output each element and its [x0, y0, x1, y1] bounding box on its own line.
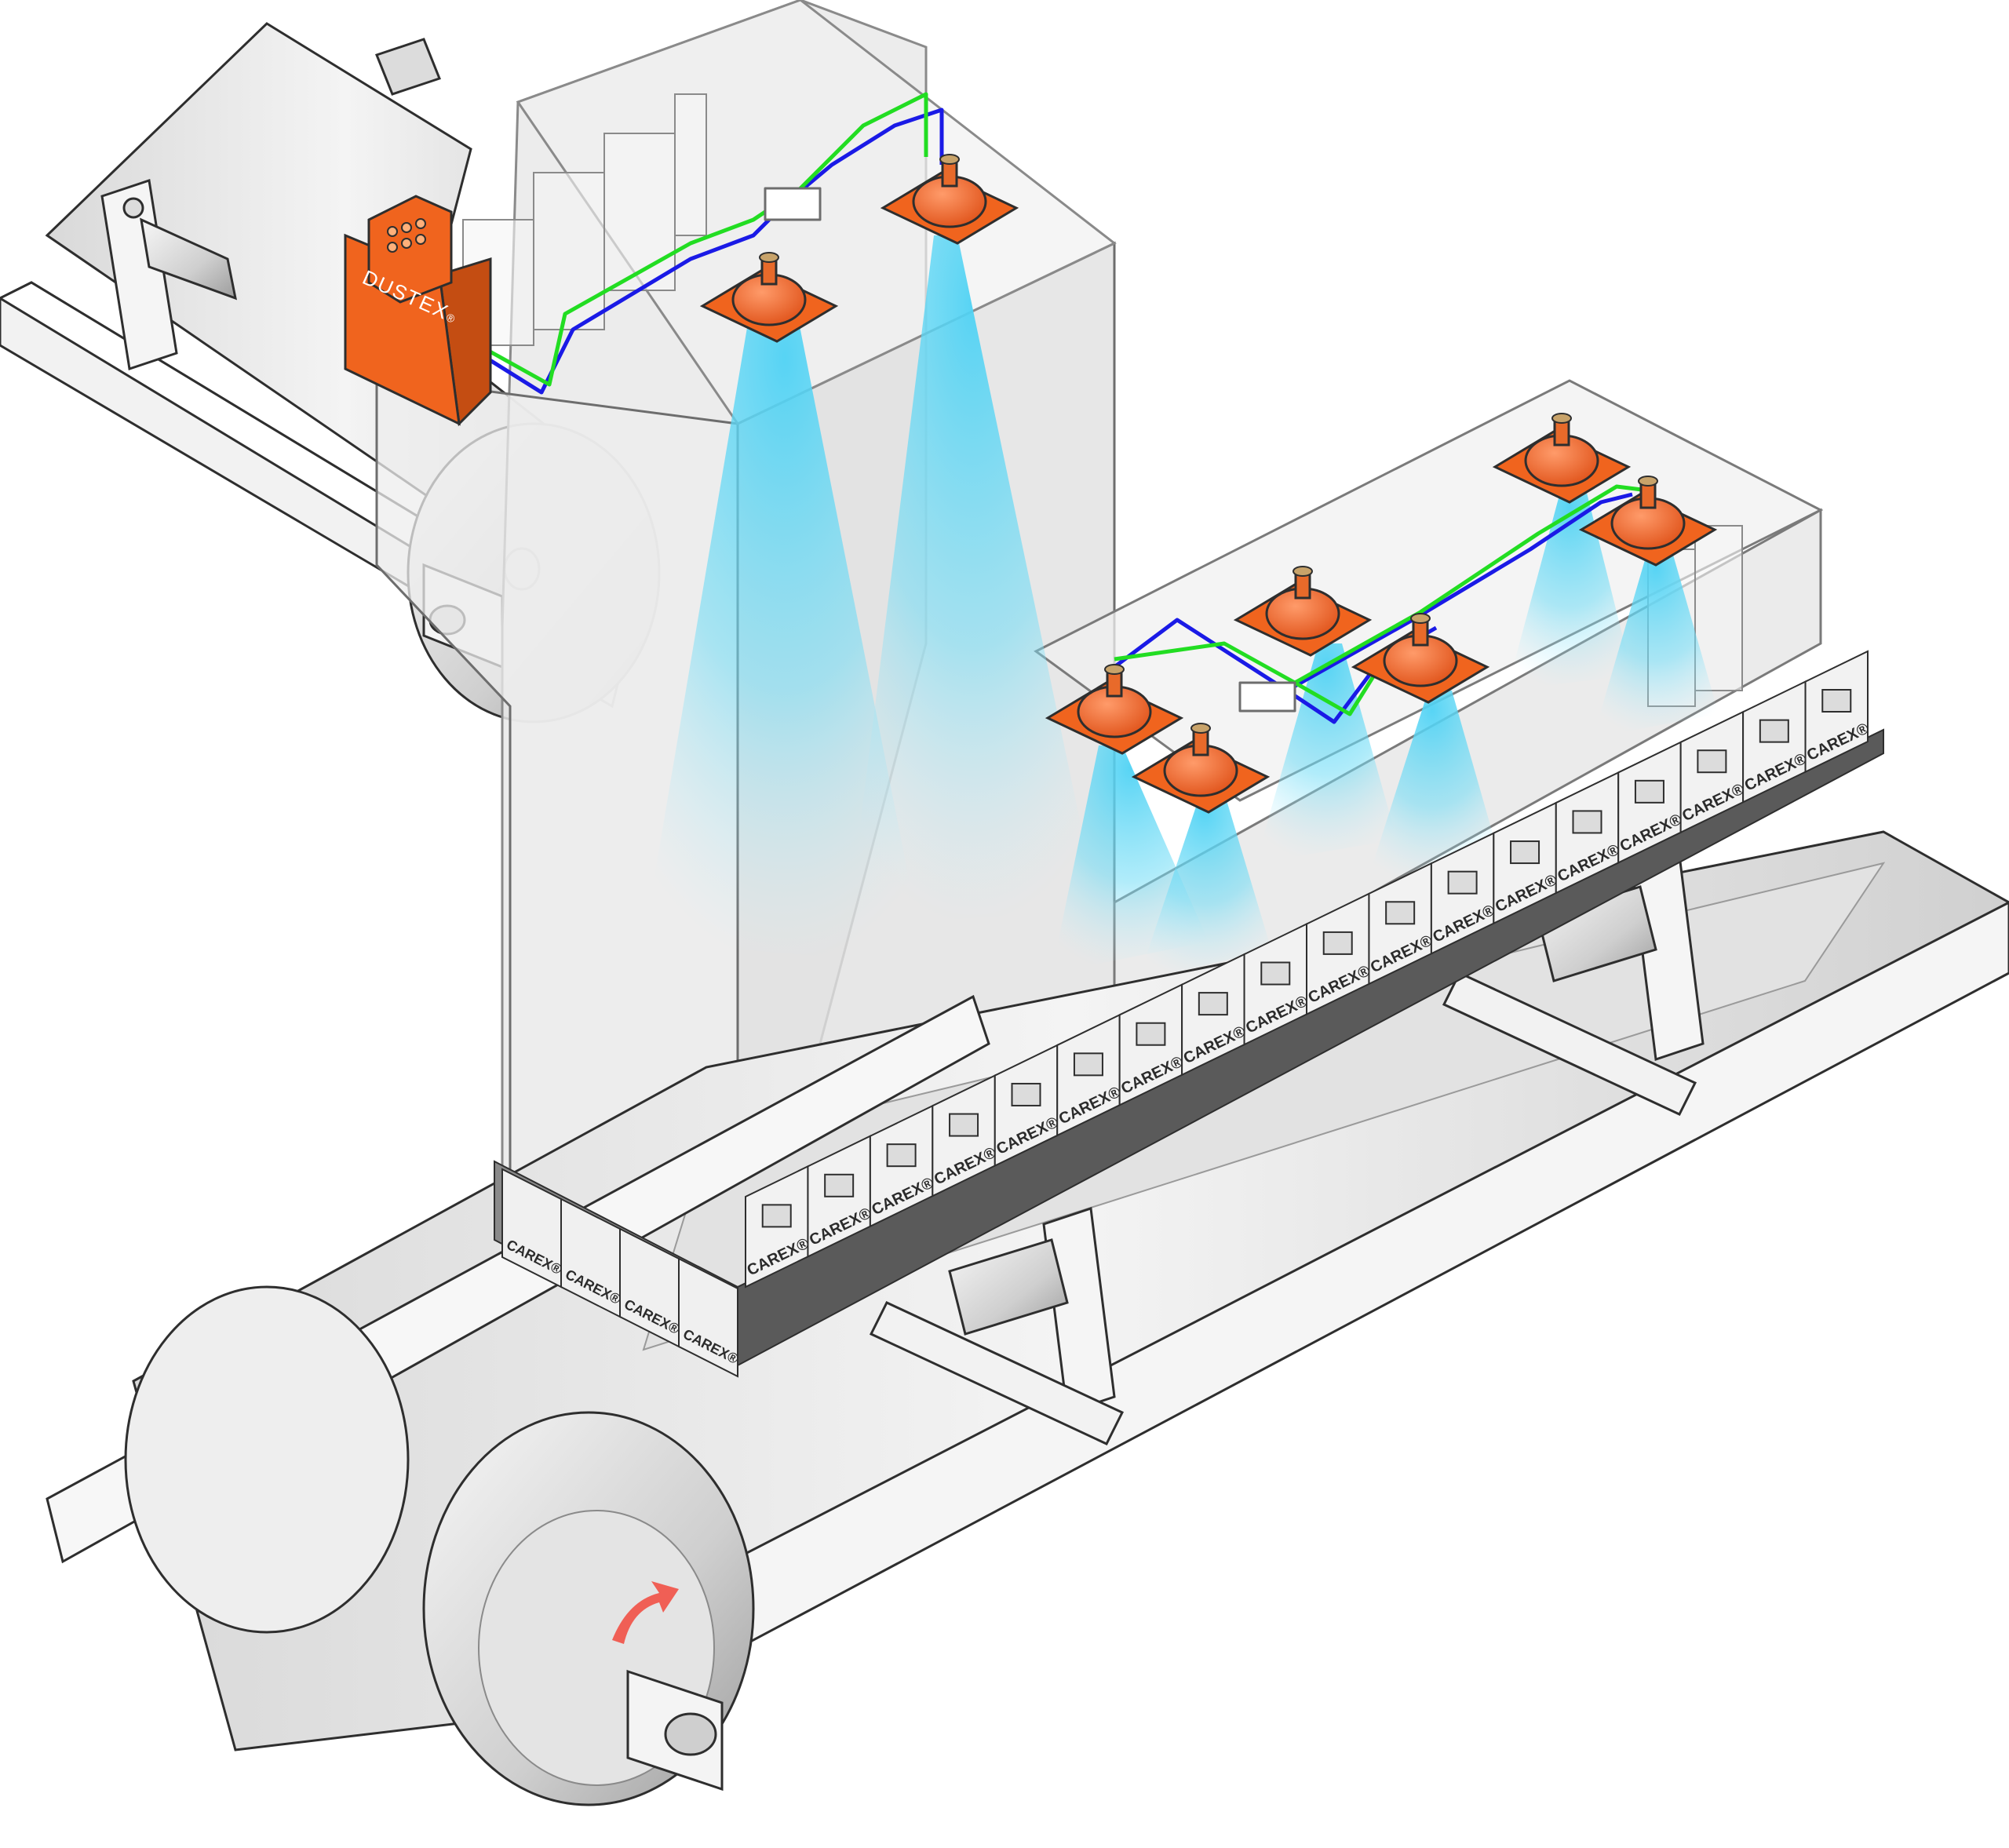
main-cross-member	[869, 1301, 1125, 1445]
controller-indicators	[387, 218, 426, 253]
controller-top-box	[367, 195, 453, 304]
air-line-upper	[477, 92, 928, 387]
carex-skirt-panel: CAREX®	[678, 1257, 741, 1378]
dust-curtain-upper	[462, 93, 707, 346]
carex-skirt-panel: CAREX®	[994, 1044, 1061, 1168]
spray-cone	[1365, 691, 1499, 887]
spray-nozzle-icon	[1233, 566, 1373, 657]
feed-idler-stand	[100, 179, 178, 370]
curved-arrow-icon	[612, 1581, 679, 1644]
carex-skirt-panel: CAREX®	[1742, 680, 1810, 804]
spray-nozzle-icon	[1492, 413, 1632, 504]
feed-motor-stub	[375, 38, 441, 96]
main-cross-member	[1442, 971, 1697, 1116]
main-conveyor	[46, 830, 2009, 1806]
main-idler-roller	[948, 1238, 1069, 1336]
manifold-valve	[1238, 681, 1296, 713]
spray-cone	[1256, 643, 1397, 863]
spray-nozzle-icon	[880, 154, 1019, 245]
spray-nozzle-icon	[1131, 723, 1271, 814]
spray-nozzle-icon	[699, 252, 839, 343]
spray-cone	[644, 290, 926, 965]
spray-nozzle-icon	[1351, 613, 1490, 704]
carex-skirt-panel: CAREX®	[501, 1168, 564, 1288]
spray-nozzle-icon	[1045, 664, 1184, 755]
manifold-valve	[764, 187, 822, 221]
carex-skirt-panel: CAREX®	[1493, 801, 1560, 925]
carex-skirt-panels: CAREX®CAREX®CAREX®CAREX®CAREX®CAREX®CARE…	[494, 650, 1884, 1378]
spray-cone	[848, 235, 1099, 926]
spray-nozzles	[699, 154, 1718, 814]
spray-cone	[1593, 549, 1719, 738]
spray-cone	[1138, 793, 1271, 981]
air-line-lower	[1114, 484, 1649, 685]
main-tail-pulley-back	[124, 1285, 410, 1634]
main-idler-stand	[1042, 1206, 1116, 1415]
carex-skirt-panel: CAREX®	[1679, 710, 1747, 834]
spray-cone	[1507, 487, 1632, 691]
spray-nozzle-icon	[1578, 476, 1718, 567]
carex-skirt-panel: CAREX®	[1056, 1013, 1124, 1137]
spray-fields	[644, 235, 1719, 981]
main-shaft	[664, 1712, 717, 1756]
carex-skirt-panel: CAREX®	[1430, 832, 1498, 955]
dustex-controller: DUSTEX®	[344, 195, 492, 427]
carex-skirt-panel: CAREX®	[1804, 650, 1872, 774]
feed-idler-roller	[140, 217, 237, 301]
feed-idler-bolt	[122, 197, 144, 219]
